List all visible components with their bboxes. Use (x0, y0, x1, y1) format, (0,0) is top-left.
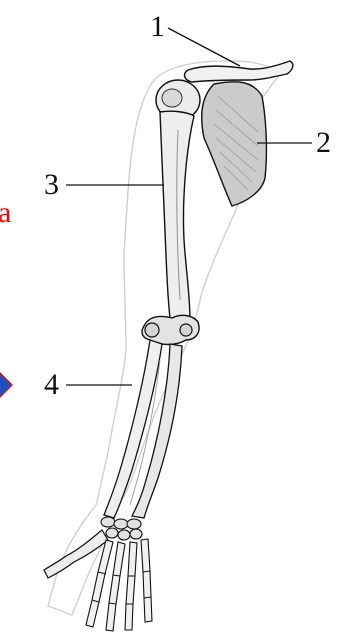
humerus-head-inner (162, 89, 182, 107)
label-humerus-number: 3 (44, 170, 59, 200)
carpal-bones (101, 517, 142, 540)
elbow-condyle-left (145, 323, 159, 337)
label-clavicle-number: 1 (150, 12, 165, 42)
finger-bones (86, 539, 152, 631)
clipped-side-text: a (0, 198, 11, 228)
arrowhead-right-icon (0, 372, 13, 398)
elbow-condyle-right (180, 324, 192, 336)
label-radius-number: 4 (44, 370, 59, 400)
label-scapula-number: 2 (316, 128, 331, 158)
scapula-bone (202, 82, 267, 206)
leader-line-1 (168, 28, 240, 66)
